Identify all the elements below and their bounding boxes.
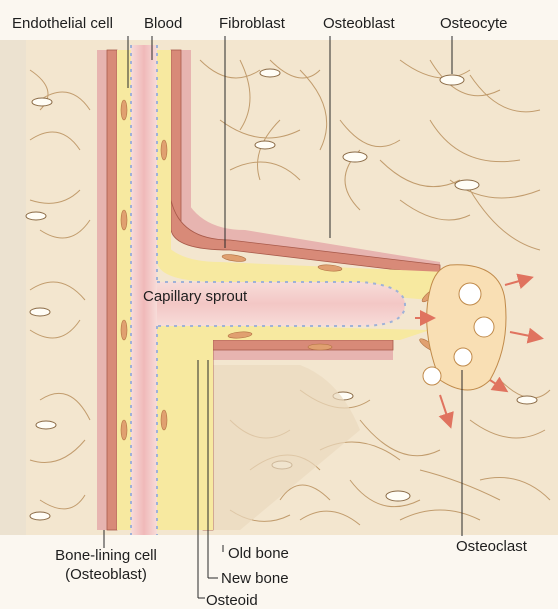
osteocyte-cell: [255, 141, 275, 149]
osteocyte-cell: [26, 212, 46, 220]
label-new-bone: New bone: [221, 570, 289, 587]
label-bone-lining-cell: Bone-lining cell: [42, 547, 170, 564]
label-capillary-sprout: Capillary sprout: [143, 288, 247, 305]
label-osteocyte: Osteocyte: [440, 15, 508, 32]
left-margin: [0, 40, 26, 535]
label-old-bone: Old bone: [228, 545, 289, 562]
osteocyte-cell: [517, 396, 537, 404]
label-fibroblast: Fibroblast: [219, 15, 285, 32]
osteocyte-cell: [455, 180, 479, 190]
osteocyte-cell: [30, 308, 50, 316]
osteocyte-cell: [386, 491, 410, 501]
osteocyte-cell: [343, 152, 367, 162]
label-osteoclast: Osteoclast: [456, 538, 527, 555]
osteocyte-cell: [30, 512, 50, 520]
label-bone-lining-osteoblast: (Osteoblast): [42, 566, 170, 583]
osteocyte-cell: [32, 98, 52, 106]
osteocyte-cell: [36, 421, 56, 429]
label-osteoblast: Osteoblast: [323, 15, 395, 32]
label-osteoid: Osteoid: [206, 592, 258, 609]
label-blood: Blood: [144, 15, 182, 32]
osteocyte-cell: [260, 69, 280, 77]
label-endothelial-cell: Endothelial cell: [12, 15, 113, 32]
osteocyte-cell: [440, 75, 464, 85]
